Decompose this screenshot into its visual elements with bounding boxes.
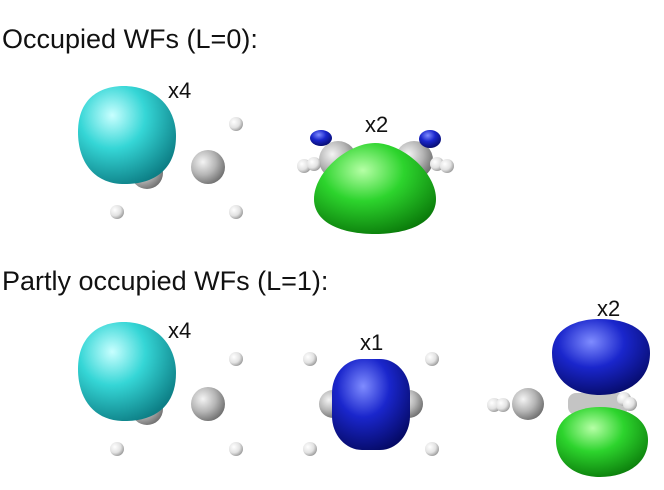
cyan-lobe <box>78 86 176 185</box>
row-title-occupied: Occupied WFs (L=0): <box>2 24 258 54</box>
hydrogen-atom <box>425 442 439 456</box>
hydrogen-atom <box>229 352 243 366</box>
hydrogen-atom <box>110 205 124 219</box>
hydrogen-atom <box>425 352 439 366</box>
panel-occupied-x4 <box>78 86 243 219</box>
hydrogen-atom <box>623 397 637 411</box>
hydrogen-atom <box>303 352 317 366</box>
blue-lobe <box>419 130 441 148</box>
panel-partly-occupied-x1 <box>303 352 439 456</box>
multiplicity-label: x4 <box>168 318 192 343</box>
panel-partly-occupied-x2 <box>487 319 650 477</box>
hydrogen-atom <box>229 442 243 456</box>
multiplicity-label: x1 <box>360 330 384 355</box>
multiplicity-label: x2 <box>597 296 621 321</box>
multiplicity-label: x4 <box>168 78 192 103</box>
blue-lobe <box>552 319 650 395</box>
hydrogen-atom <box>110 442 124 456</box>
carbon-atom <box>191 387 225 421</box>
green-lobe <box>314 143 436 234</box>
panel-partly-occupied-x4 <box>78 322 243 456</box>
cyan-lobe <box>78 322 176 422</box>
multiplicity-label: x2 <box>365 112 389 137</box>
hydrogen-atom <box>303 442 317 456</box>
hydrogen-atom <box>307 157 321 171</box>
blue-lobe <box>332 359 410 450</box>
row-title-partly-occupied: Partly occupied WFs (L=1): <box>2 266 329 296</box>
hydrogen-atom <box>496 398 510 412</box>
blue-lobe <box>310 130 332 146</box>
panel-occupied-x2 <box>297 130 454 234</box>
hydrogen-atom <box>229 117 243 131</box>
hydrogen-atom <box>229 205 243 219</box>
carbon-atom <box>191 150 225 184</box>
green-lobe <box>556 407 648 477</box>
hydrogen-atom <box>440 159 454 173</box>
carbon-atom <box>512 388 544 420</box>
